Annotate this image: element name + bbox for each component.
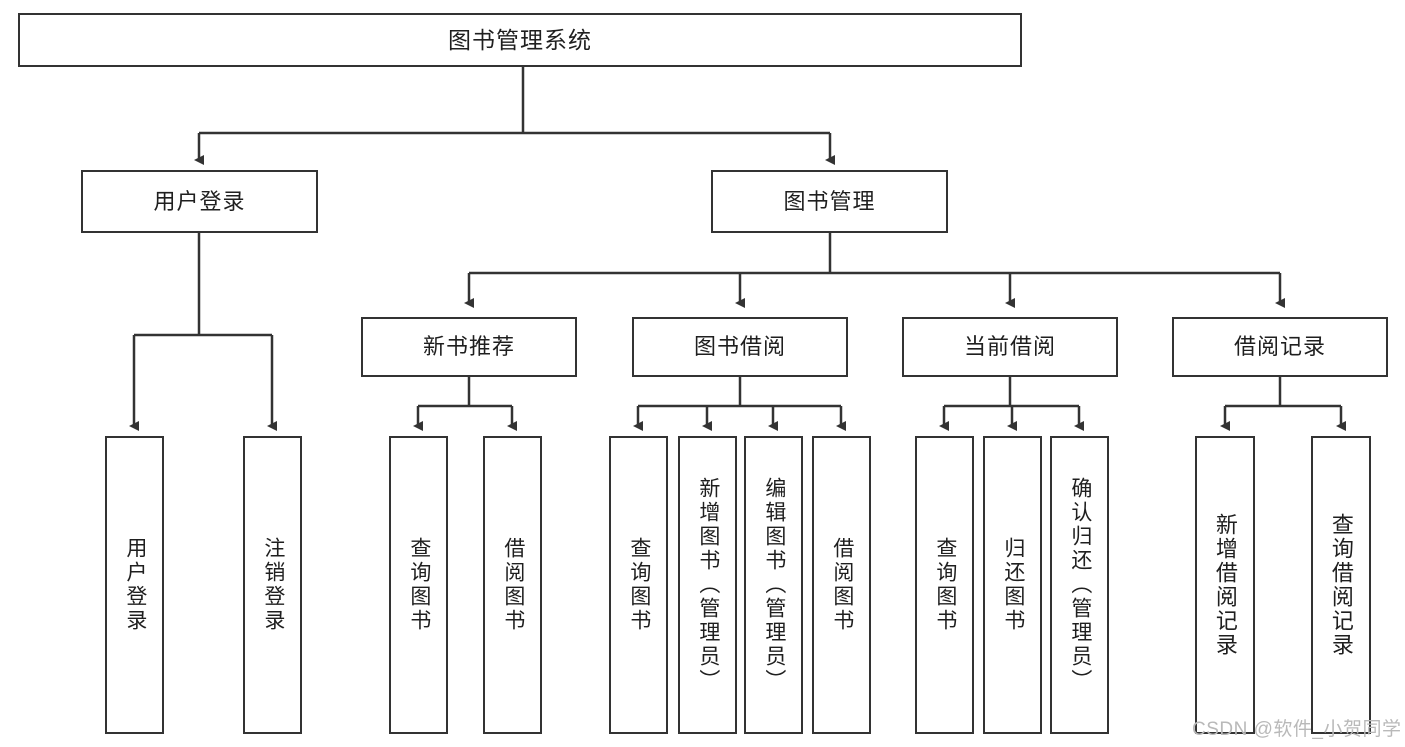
node-label: 借阅记录	[1233, 334, 1326, 360]
node-book-management[interactable]: 图书管理	[711, 170, 948, 233]
node-label: 查询图书	[933, 537, 957, 633]
node-label: 归还图书	[1001, 537, 1025, 633]
node-root-book-management-system[interactable]: 图书管理系统	[18, 13, 1022, 67]
leaf-user-login-login[interactable]: 用户登录	[105, 436, 164, 734]
watermark-csdn: CSDN @软件_小贺同学	[1192, 719, 1402, 740]
node-label: 当前借阅	[963, 334, 1056, 360]
leaf-book-borrow-add[interactable]: 新增图书（管理员）	[678, 436, 737, 734]
leaf-current-borrow-return[interactable]: 归还图书	[983, 436, 1042, 734]
leaf-book-borrow-borrow[interactable]: 借阅图书	[812, 436, 871, 734]
node-label: 用户登录	[153, 188, 246, 214]
leaf-user-login-logout[interactable]: 注销登录	[243, 436, 302, 734]
leaf-borrow-record-add[interactable]: 新增借阅记录	[1195, 436, 1255, 734]
node-label: 查询借阅记录	[1328, 513, 1354, 657]
node-label: 确认归还（管理员）	[1068, 477, 1092, 693]
leaf-book-borrow-query[interactable]: 查询图书	[609, 436, 668, 734]
leaf-book-borrow-edit[interactable]: 编辑图书（管理员）	[744, 436, 803, 734]
node-label: 图书借阅	[693, 334, 786, 360]
node-label: 编辑图书（管理员）	[762, 477, 786, 693]
node-label: 注销登录	[261, 537, 285, 633]
node-label: 新书推荐	[422, 334, 515, 360]
node-label: 用户登录	[123, 537, 147, 633]
node-book-borrow[interactable]: 图书借阅	[632, 317, 848, 377]
node-current-borrow[interactable]: 当前借阅	[902, 317, 1118, 377]
node-label: 新增图书（管理员）	[696, 477, 720, 693]
leaf-borrow-record-query[interactable]: 查询借阅记录	[1311, 436, 1371, 734]
node-label: 图书管理	[783, 188, 876, 214]
node-label: 新增借阅记录	[1212, 513, 1238, 657]
node-new-book-recommend[interactable]: 新书推荐	[361, 317, 577, 377]
leaf-new-book-borrow[interactable]: 借阅图书	[483, 436, 542, 734]
node-label: 查询图书	[407, 537, 431, 633]
node-label: 借阅图书	[830, 537, 854, 633]
leaf-current-borrow-query[interactable]: 查询图书	[915, 436, 974, 734]
node-borrow-record[interactable]: 借阅记录	[1172, 317, 1388, 377]
leaf-new-book-query[interactable]: 查询图书	[389, 436, 448, 734]
node-user-login[interactable]: 用户登录	[81, 170, 318, 233]
node-label: 查询图书	[627, 537, 651, 633]
node-label: 图书管理系统	[448, 26, 592, 53]
leaf-current-borrow-confirm-return[interactable]: 确认归还（管理员）	[1050, 436, 1109, 734]
node-label: 借阅图书	[501, 537, 525, 633]
